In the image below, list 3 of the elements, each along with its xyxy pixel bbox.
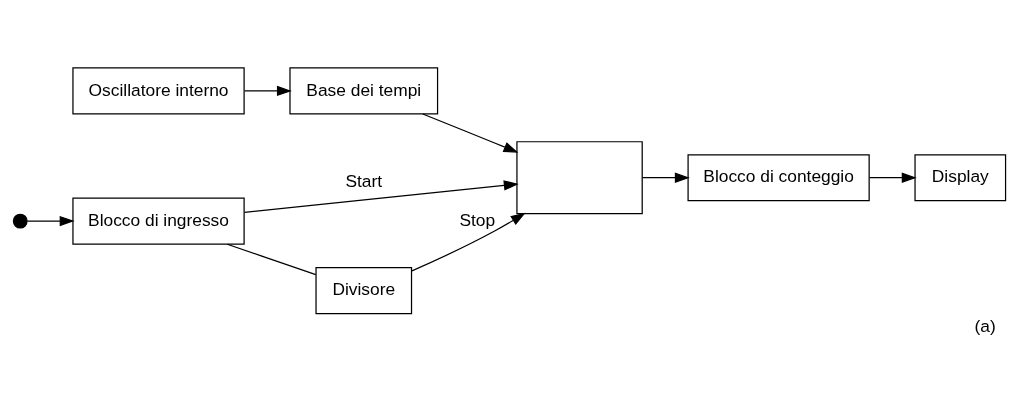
edge-label: Start	[345, 170, 383, 191]
caption: (a)	[974, 316, 996, 337]
edge-label: Stop	[459, 210, 496, 231]
